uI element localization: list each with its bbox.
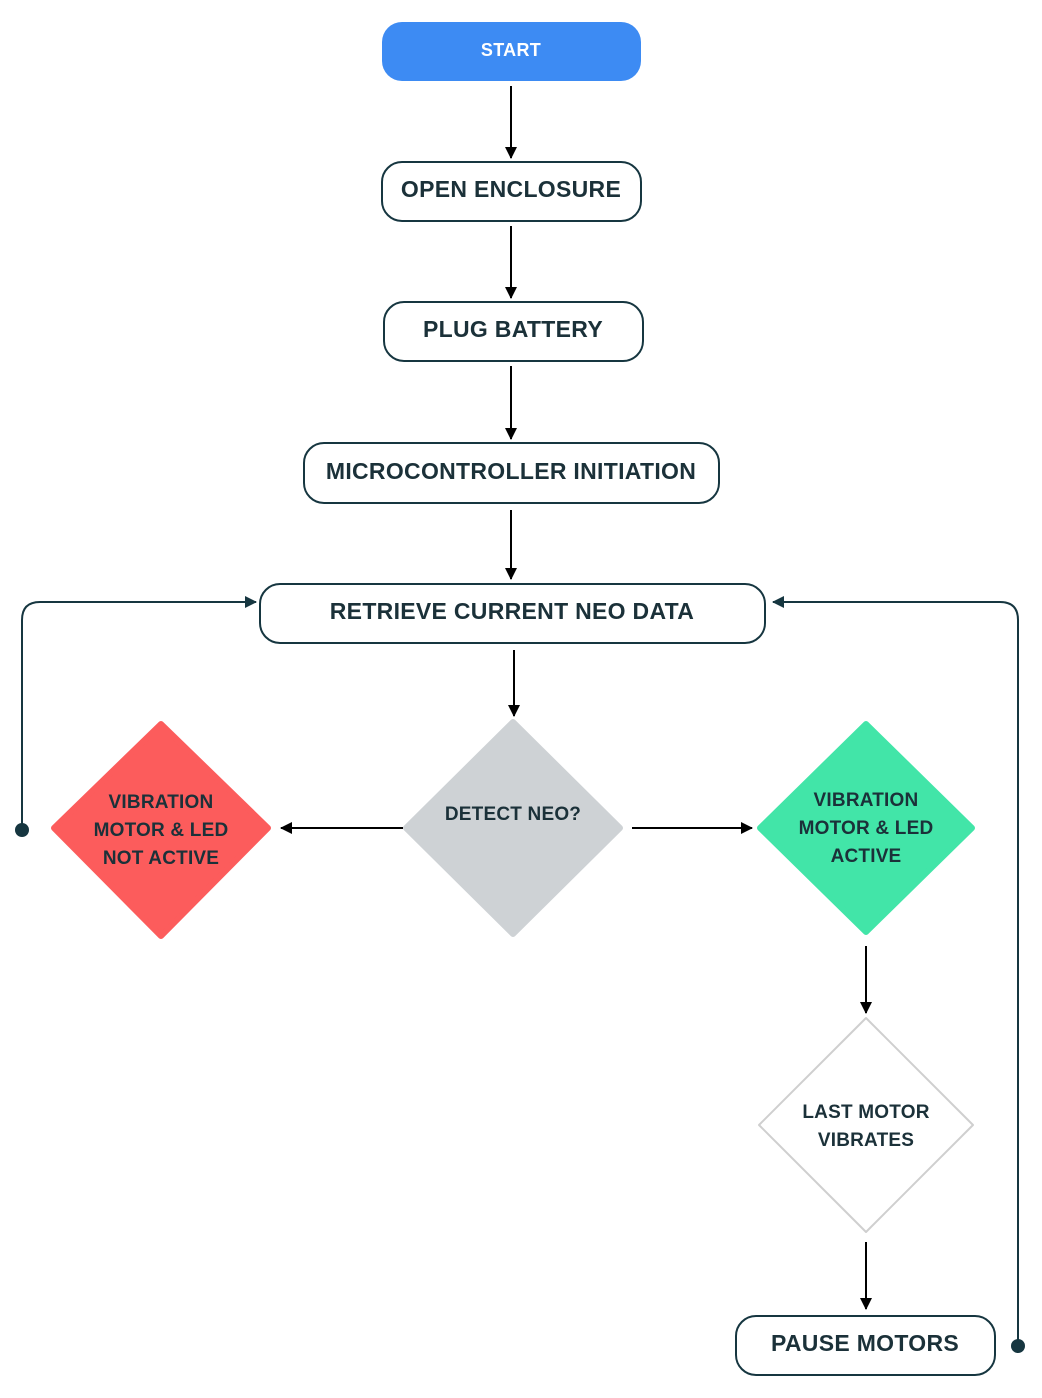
node-last-motor-vibrates: LAST MOTOR VIBRATES (758, 1017, 974, 1233)
node-open-enclosure: OPEN ENCLOSURE (381, 161, 642, 222)
node-pause-motors: PAUSE MOTORS (735, 1315, 996, 1376)
node-last-motor-line-1: LAST MOTOR (802, 1102, 929, 1123)
node-retrieve-data: RETRIEVE CURRENT NEO DATA (259, 583, 766, 644)
node-start-label: START (481, 40, 541, 60)
node-open-enclosure-label: OPEN ENCLOSURE (401, 176, 621, 202)
loop-right-dot (1011, 1339, 1025, 1353)
node-not-active-line-2: MOTOR & LED (94, 820, 229, 841)
node-plug-battery: PLUG BATTERY (383, 301, 644, 362)
node-microcontroller-initiation-label: MICROCONTROLLER INITIATION (326, 458, 696, 484)
node-retrieve-data-label: RETRIEVE CURRENT NEO DATA (330, 598, 694, 624)
node-active-line-2: MOTOR & LED (799, 818, 934, 839)
node-plug-battery-label: PLUG BATTERY (423, 316, 603, 342)
node-active-line-1: VIBRATION (814, 790, 919, 811)
loop-left-to-retrieve (21, 596, 257, 830)
node-detect-neo: DETECT NEO? (403, 719, 623, 937)
node-active: VIBRATION MOTOR & LED ACTIVE (757, 721, 975, 935)
node-detect-neo-label: DETECT NEO? (445, 804, 581, 825)
node-not-active: VIBRATION MOTOR & LED NOT ACTIVE (51, 721, 271, 939)
loop-left-dot (15, 823, 29, 837)
node-microcontroller-initiation: MICROCONTROLLER INITIATION (303, 442, 720, 504)
node-not-active-line-3: NOT ACTIVE (103, 848, 219, 869)
node-last-motor-line-2: VIBRATES (818, 1130, 914, 1151)
node-not-active-line-1: VIBRATION (109, 792, 214, 813)
node-start: START (382, 22, 641, 81)
loop-right-to-retrieve (772, 596, 1019, 1346)
node-active-line-3: ACTIVE (831, 846, 902, 867)
node-pause-motors-label: PAUSE MOTORS (771, 1330, 959, 1356)
